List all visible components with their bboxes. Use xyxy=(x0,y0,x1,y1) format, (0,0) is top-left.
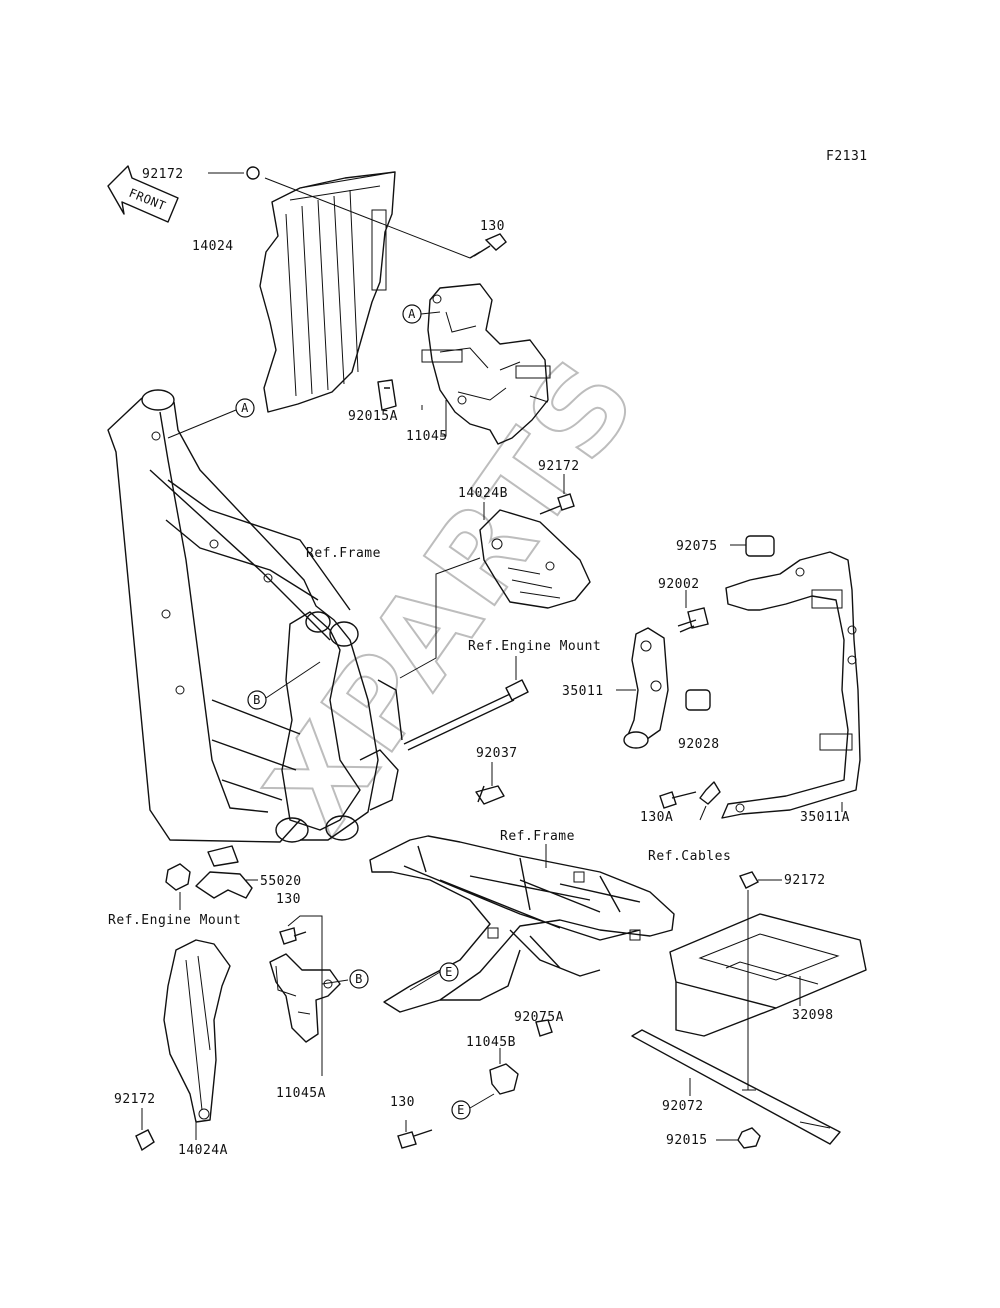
clip-11045B[interactable] xyxy=(489,1063,519,1095)
spacer-92075A[interactable] xyxy=(535,1019,553,1037)
part-label: Ref.Cables xyxy=(648,849,731,864)
part-label: 32098 xyxy=(792,1008,834,1023)
part-label: 92028 xyxy=(678,737,720,752)
callout-e-upper: E xyxy=(439,962,459,982)
svg-text:E: E xyxy=(445,965,453,979)
cable-clip[interactable] xyxy=(699,781,721,805)
part-label: 92002 xyxy=(658,577,700,592)
battery-case-32098[interactable] xyxy=(669,913,867,1037)
radiator-shroud-14024[interactable] xyxy=(259,171,396,413)
part-label: 92015A xyxy=(348,409,398,424)
long-bolt[interactable] xyxy=(403,679,529,751)
clamp-92037[interactable] xyxy=(475,785,505,805)
cover-14024B[interactable] xyxy=(479,509,591,609)
part-label: 35011A xyxy=(800,810,850,825)
part-label: 130 xyxy=(390,1095,415,1110)
part-label: 92172 xyxy=(784,873,826,888)
callout-b-upper: B xyxy=(247,690,267,710)
part-label: 92075 xyxy=(676,539,718,554)
guard-35011A[interactable] xyxy=(721,551,861,819)
bolt-130-bottom[interactable] xyxy=(397,1129,433,1149)
cap-55020[interactable] xyxy=(195,845,253,899)
part-label: 14024B xyxy=(458,486,508,501)
spacer-92075[interactable] xyxy=(745,535,775,557)
svg-text:A: A xyxy=(241,401,249,415)
part-label: Ref.Frame xyxy=(500,829,575,844)
bolt-icon xyxy=(246,166,260,180)
figure-code: F2131 xyxy=(826,149,868,164)
front-arrow-label: FRONT xyxy=(127,186,168,213)
plate-35011[interactable] xyxy=(623,627,669,749)
part-label: 92172 xyxy=(538,459,580,474)
part-label: 92015 xyxy=(666,1133,708,1148)
bracket-11045A[interactable] xyxy=(269,953,341,1043)
bolt-92172-right[interactable] xyxy=(739,871,759,889)
svg-text:A: A xyxy=(408,307,416,321)
part-label: 92072 xyxy=(662,1099,704,1114)
bolt-92002[interactable] xyxy=(677,607,709,633)
part-label: 130 xyxy=(276,892,301,907)
part-label: 92075A xyxy=(514,1010,564,1025)
bolt-92172-bottom[interactable] xyxy=(135,1129,155,1152)
part-label: 35011 xyxy=(562,684,604,699)
part-label: Ref.Engine Mount xyxy=(108,913,241,928)
clip-92015A[interactable] xyxy=(377,379,397,411)
nut-92015[interactable] xyxy=(737,1127,761,1149)
bolt-130-left[interactable] xyxy=(279,927,307,945)
bolt-130-upper[interactable] xyxy=(469,233,507,259)
svg-text:B: B xyxy=(253,693,261,707)
bolt-92172-mid[interactable] xyxy=(539,493,575,515)
part-label: 92172 xyxy=(142,167,184,182)
callout-a-lower: A xyxy=(235,398,255,418)
part-label: 92037 xyxy=(476,746,518,761)
part-label: 11045A xyxy=(276,1086,326,1101)
part-label: Ref.Frame xyxy=(306,546,381,561)
part-label: 14024A xyxy=(178,1143,228,1158)
part-label: 55020 xyxy=(260,874,302,889)
bracket-11045[interactable] xyxy=(421,283,551,445)
part-label: Ref.Engine Mount xyxy=(468,639,601,654)
part-label: 14024 xyxy=(192,239,234,254)
ref-frame-lower xyxy=(369,835,675,1013)
svg-text:B: B xyxy=(355,972,363,986)
strap-92072[interactable] xyxy=(631,1029,841,1145)
part-label: 11045B xyxy=(466,1035,516,1050)
part-label: 92172 xyxy=(114,1092,156,1107)
nut-ref-engine-mount[interactable] xyxy=(165,863,191,891)
callout-b-lower: B xyxy=(349,969,369,989)
part-label: 11045 xyxy=(406,429,448,444)
callout-e-lower: E xyxy=(451,1100,471,1120)
part-label: 130 xyxy=(480,219,505,234)
svg-text:E: E xyxy=(457,1103,465,1117)
spacer-92028[interactable] xyxy=(685,689,711,711)
shroud-14024A[interactable] xyxy=(163,939,231,1123)
bolt-130A[interactable] xyxy=(659,791,697,809)
callout-a-upper: A xyxy=(402,304,422,324)
ref-frame-main xyxy=(107,389,403,843)
part-label: 130A xyxy=(640,810,673,825)
